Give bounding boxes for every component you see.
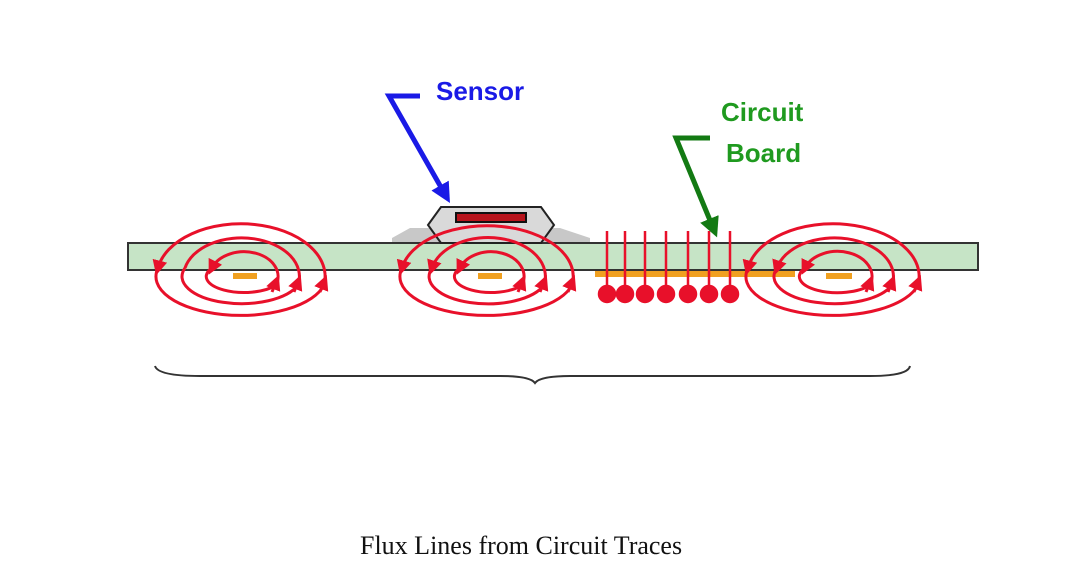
flux-loops-left <box>152 222 329 317</box>
board-pointer-arrow <box>672 135 719 238</box>
brace <box>154 365 911 385</box>
sensor-pointer-arrow <box>384 93 450 203</box>
trace-right <box>826 273 852 279</box>
sensor-label: Sensor <box>436 76 524 106</box>
circuit-board-label-line2: Board <box>726 138 801 168</box>
flux-loops-right <box>742 222 923 317</box>
sensor-chip <box>455 212 527 223</box>
figure-caption: Flux Lines from Circuit Traces <box>360 531 682 560</box>
trace-middle <box>478 273 502 279</box>
trace-wide <box>595 271 795 277</box>
circuit-board <box>127 242 979 271</box>
field-lines-wide-trace <box>597 231 740 304</box>
circuit-board-label-line1: Circuit <box>721 97 804 127</box>
flux-loops-middle <box>396 224 577 317</box>
trace-left <box>233 273 257 279</box>
